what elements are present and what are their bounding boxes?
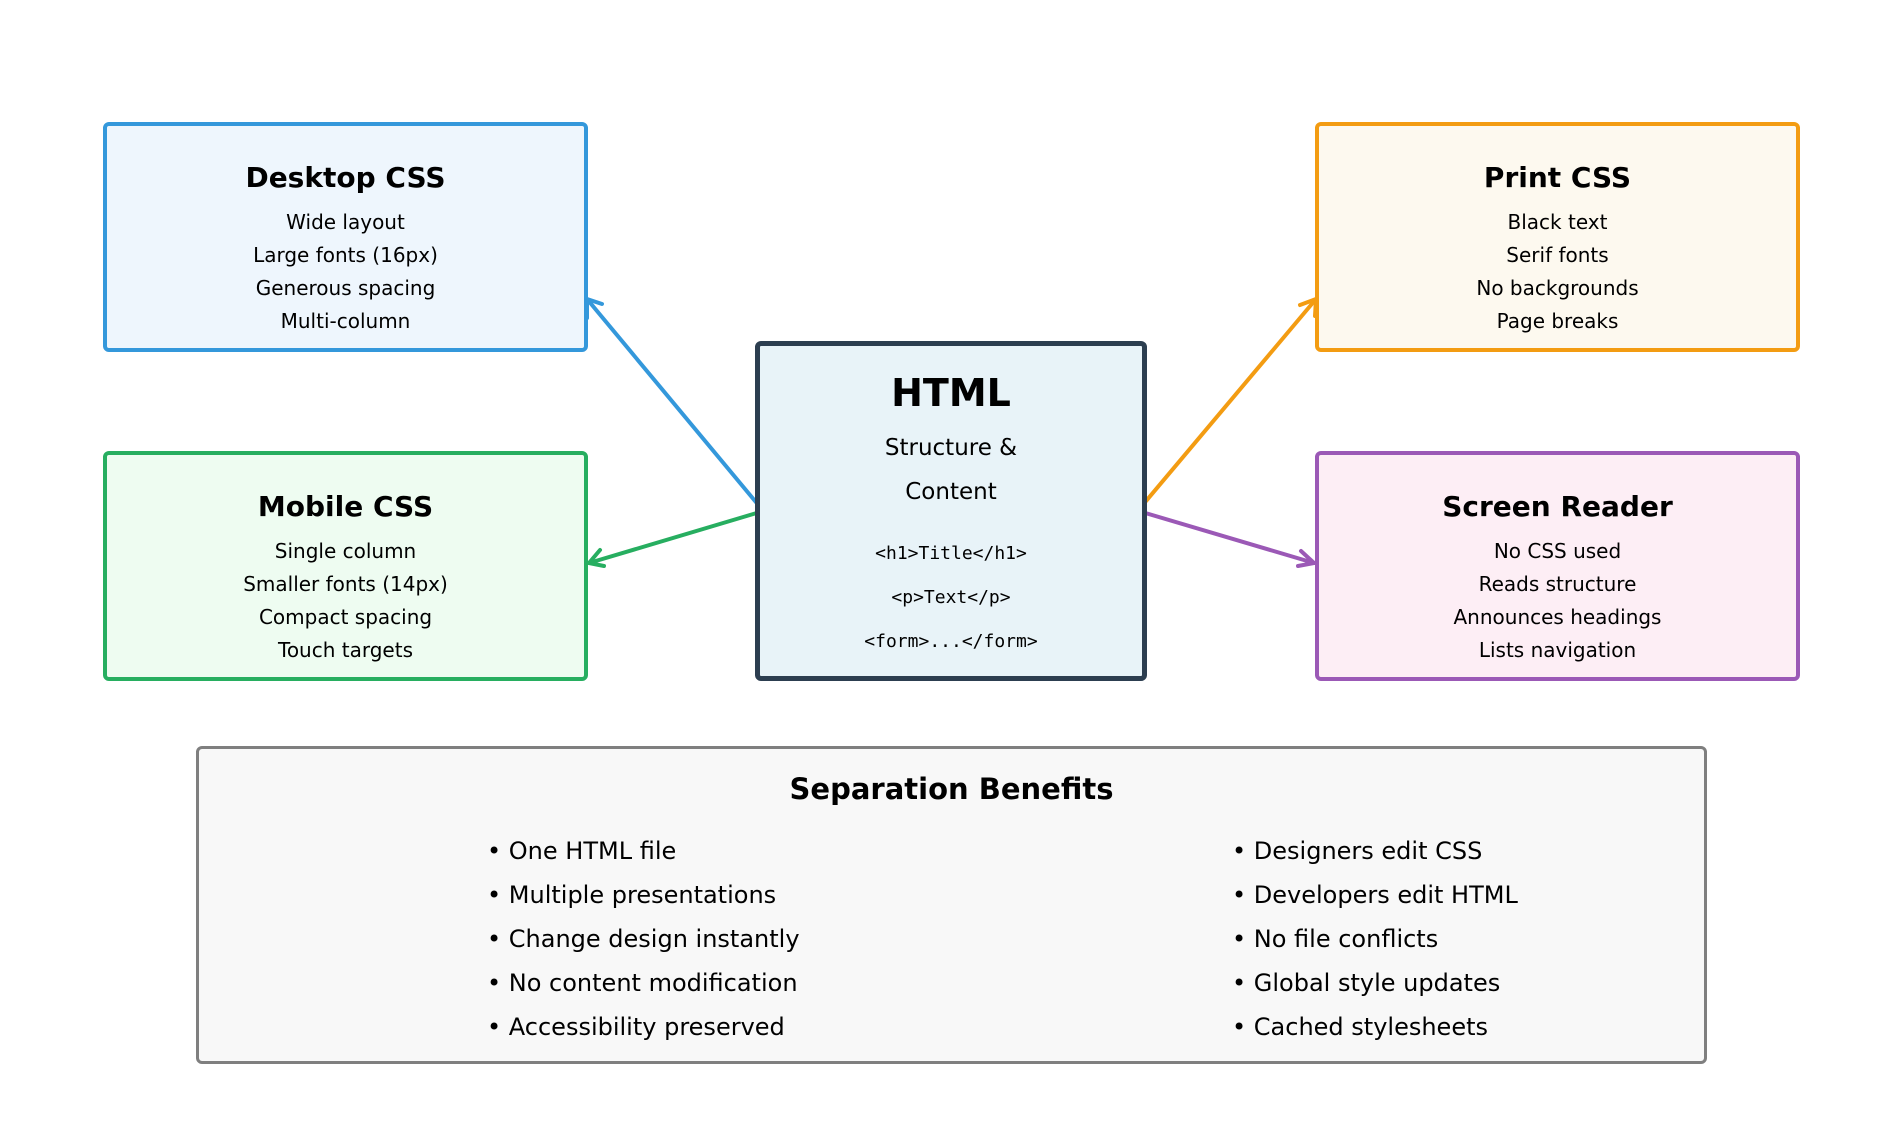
desktop-css-item: Generous spacing <box>255 276 436 300</box>
desktop-css-items: Wide layout Large fonts (16px) Generous … <box>107 206 584 338</box>
mobile-css-box: Mobile CSS Single column Smaller fonts (… <box>103 451 588 681</box>
code-sample: <form>...</form> <box>864 631 1038 652</box>
mobile-css-item: Single column <box>274 539 417 563</box>
screen-reader-item: Announces headings <box>1453 605 1662 629</box>
arrow-line-desktop <box>585 297 762 509</box>
arrowhead-desktop <box>585 297 604 320</box>
print-css-item: Serif fonts <box>1506 243 1609 267</box>
html-code-samples: <h1>Title</h1> <p>Text</p> <form>...</fo… <box>760 532 1142 664</box>
mobile-css-item: Compact spacing <box>258 605 433 629</box>
mobile-css-item: Touch targets <box>278 638 413 662</box>
arrow-line-print <box>1139 297 1318 509</box>
screen-reader-items: No CSS used Reads structure Announces he… <box>1319 535 1796 667</box>
arrow-line-mobile <box>587 510 762 565</box>
screen-reader-item: No CSS used <box>1493 539 1622 563</box>
desktop-css-item: Large fonts (16px) <box>253 243 438 267</box>
arrowhead-mobile <box>587 548 606 568</box>
desktop-css-item: Multi-column <box>280 309 411 333</box>
print-css-item: Black text <box>1507 210 1608 234</box>
benefit-item: • No content modification <box>487 969 798 997</box>
arrowhead-reader <box>1296 549 1316 568</box>
benefits-title: Separation Benefits <box>789 772 1114 806</box>
print-css-items: Black text Serif fonts No backgrounds Pa… <box>1319 206 1796 338</box>
benefit-item: • No file conflicts <box>1232 925 1439 953</box>
benefit-item: • Global style updates <box>1232 969 1501 997</box>
print-css-item: No backgrounds <box>1476 276 1639 300</box>
arrow-html-to-print <box>1139 297 1318 509</box>
print-css-item: Page breaks <box>1496 309 1619 333</box>
mobile-css-item: Smaller fonts (14px) <box>243 572 448 596</box>
code-sample: <p>Text</p> <box>891 587 1011 608</box>
arrow-html-to-desktop <box>585 297 762 509</box>
desktop-css-box: Desktop CSS Wide layout Large fonts (16p… <box>103 122 588 352</box>
benefit-item: • Accessibility preserved <box>487 1013 785 1041</box>
arrow-html-to-reader <box>1140 510 1316 568</box>
benefit-item: • Designers edit CSS <box>1232 837 1483 865</box>
benefit-item: • Developers edit HTML <box>1232 881 1518 909</box>
benefit-item: • Cached stylesheets <box>1232 1013 1488 1041</box>
mobile-css-items: Single column Smaller fonts (14px) Compa… <box>107 535 584 667</box>
desktop-css-item: Wide layout <box>286 210 405 234</box>
arrowhead-print <box>1298 297 1318 318</box>
screen-reader-title: Screen Reader <box>1442 490 1673 523</box>
benefit-item: • Change design instantly <box>487 925 800 953</box>
arrow-html-to-mobile <box>587 510 762 568</box>
screen-reader-box: Screen Reader No CSS used Reads structur… <box>1315 451 1800 681</box>
print-css-title: Print CSS <box>1483 161 1632 194</box>
screen-reader-item: Reads structure <box>1478 572 1637 596</box>
benefits-right-list: • Designers edit CSS • Developers edit H… <box>1232 829 1518 1049</box>
html-center-box: HTML Structure & Content <h1>Title</h1> … <box>755 341 1147 681</box>
html-title: HTML <box>891 371 1011 415</box>
benefit-item: • Multiple presentations <box>487 881 777 909</box>
arrow-line-reader <box>1140 510 1316 565</box>
html-subtitle-line: Structure & <box>884 435 1018 461</box>
print-css-box: Print CSS Black text Serif fonts No back… <box>1315 122 1800 352</box>
desktop-css-title: Desktop CSS <box>245 161 446 194</box>
separation-benefits-box: Separation Benefits • One HTML file • Mu… <box>196 746 1707 1064</box>
benefits-left-list: • One HTML file • Multiple presentations… <box>487 829 800 1049</box>
screen-reader-item: Lists navigation <box>1478 638 1637 662</box>
benefit-item: • One HTML file <box>487 837 677 865</box>
mobile-css-title: Mobile CSS <box>257 490 434 523</box>
code-sample: <h1>Title</h1> <box>875 543 1027 564</box>
html-subtitle-line: Content <box>905 479 997 505</box>
